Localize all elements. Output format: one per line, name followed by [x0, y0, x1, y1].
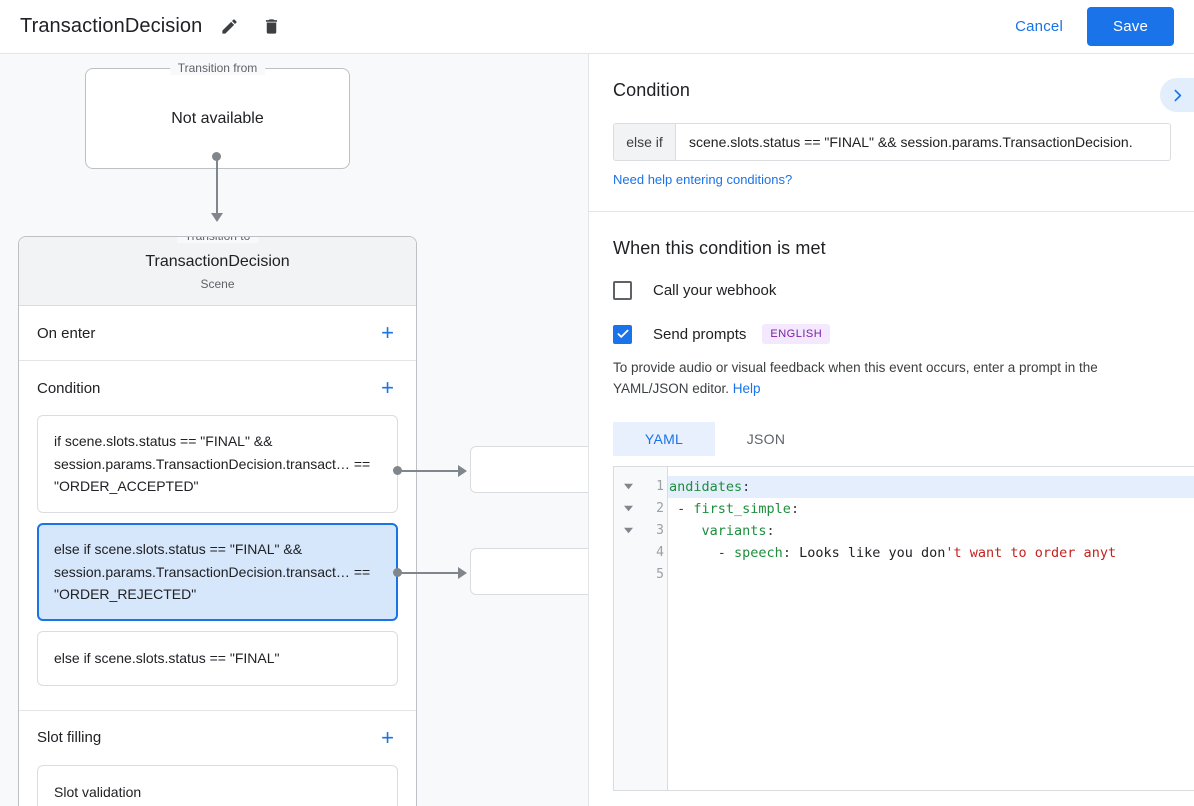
- code-token: :: [790, 500, 800, 517]
- pencil-icon[interactable]: [214, 12, 244, 42]
- section-condition-title: Condition: [37, 379, 101, 397]
- code-token: :: [742, 478, 751, 495]
- send-prompts-row[interactable]: Send prompts ENGLISH: [613, 324, 1170, 344]
- help-link[interactable]: Help: [732, 380, 761, 396]
- section-slot-filling-title: Slot filling: [37, 729, 102, 747]
- detail-panel: Condition else if scene.slots.status == …: [588, 54, 1194, 806]
- condition-card-selected[interactable]: else if scene.slots.status == "FINAL" &&…: [37, 523, 398, 622]
- need-help-conditions-link[interactable]: Need help entering conditions?: [613, 172, 793, 187]
- code-token: -: [669, 500, 694, 517]
- description-text: To provide audio or visual feedback when…: [613, 360, 1098, 396]
- save-button[interactable]: Save: [1087, 7, 1174, 46]
- line-number: 2: [656, 500, 664, 516]
- top-bar: TransactionDecision Cancel Save: [0, 0, 1194, 54]
- send-prompts-label: Send prompts: [653, 325, 747, 343]
- add-condition-button[interactable]: +: [381, 375, 394, 400]
- condition-input-row[interactable]: else if scene.slots.status == "FINAL" &&…: [613, 123, 1171, 161]
- editor-line: - speech: Looks like you don't want to o…: [668, 542, 1194, 564]
- code-token: :: [782, 544, 800, 561]
- scene-graph-canvas[interactable]: Transition from Not available Transition…: [0, 54, 588, 806]
- condition-out-arrow: [458, 465, 467, 477]
- page-title: TransactionDecision: [20, 15, 203, 37]
- when-condition-met-heading: When this condition is met: [613, 238, 826, 258]
- tab-json[interactable]: JSON: [746, 430, 786, 447]
- condition-section: Condition else if scene.slots.status == …: [589, 54, 1194, 212]
- send-prompts-checkbox[interactable]: [613, 324, 632, 344]
- condition-prefix-label: else if: [614, 124, 676, 160]
- editor-line: variants:: [668, 520, 1194, 542]
- section-on-enter-title: On enter: [37, 324, 96, 342]
- line-number: 5: [656, 566, 664, 582]
- transition-to-legend: Transition to: [176, 237, 259, 243]
- fold-caret-icon[interactable]: [614, 498, 642, 520]
- code-token: speech: [734, 544, 783, 561]
- trash-icon[interactable]: [256, 12, 286, 42]
- call-webhook-checkbox[interactable]: [613, 281, 632, 300]
- code-token: :: [766, 522, 775, 539]
- condition-out-line: [400, 572, 460, 574]
- editor-line: - first_simple:: [668, 498, 1194, 520]
- call-webhook-label: Call your webhook: [653, 282, 777, 299]
- code-token: first_simple: [693, 500, 791, 517]
- condition-card[interactable]: if scene.slots.status == "FINAL" && sess…: [37, 415, 398, 514]
- code-token: -: [669, 544, 735, 561]
- slot-validation-card[interactable]: Slot validation: [37, 764, 398, 806]
- section-condition-header: Condition +: [37, 361, 398, 415]
- condition-out-arrow: [458, 567, 467, 579]
- section-condition: Condition + if scene.slots.status == "FI…: [19, 361, 416, 711]
- editor-format-tabs: YAML JSON: [613, 421, 1170, 456]
- scene-name: TransactionDecision: [145, 253, 290, 270]
- editor-code-area[interactable]: andidates: - first_simple: variants: - s…: [668, 467, 1194, 790]
- line-number: 3: [656, 522, 664, 538]
- code-token: [669, 523, 702, 539]
- transition-from-value: Not available: [171, 109, 264, 127]
- yaml-editor[interactable]: 1 2 3 4 5 andidates: - first_simple: var…: [613, 465, 1194, 791]
- editor-line-numbers: 1 2 3 4 5: [642, 466, 668, 790]
- chevron-right-icon[interactable]: [1160, 78, 1194, 112]
- fold-caret-icon[interactable]: [614, 476, 642, 498]
- call-webhook-row[interactable]: Call your webhook: [613, 281, 1170, 300]
- line-number: 4: [656, 544, 664, 560]
- condition-card[interactable]: else if scene.slots.status == "FINAL": [37, 631, 398, 686]
- send-prompts-description: To provide audio or visual feedback when…: [613, 358, 1169, 400]
- target-node-box[interactable]: [470, 548, 588, 595]
- editor-line: [668, 564, 1194, 586]
- connector-line: [216, 156, 218, 216]
- editor-line: andidates:: [668, 475, 1194, 498]
- code-token: 't want to order anyt: [945, 544, 1117, 561]
- code-token: Looks like you don: [799, 544, 946, 561]
- condition-out-dot: [393, 568, 402, 577]
- condition-out-dot: [393, 466, 402, 475]
- target-node-box[interactable]: [470, 446, 588, 493]
- section-slot-filling-header: Slot filling +: [37, 711, 398, 765]
- cancel-button[interactable]: Cancel: [1001, 9, 1077, 44]
- code-token: andidates: [669, 478, 743, 495]
- section-on-enter-header: On enter +: [37, 306, 398, 360]
- condition-out-line: [400, 470, 460, 472]
- language-badge: ENGLISH: [762, 324, 831, 344]
- when-condition-met-section: When this condition is met Call your web…: [589, 212, 1194, 791]
- scene-type: Scene: [200, 277, 235, 291]
- condition-expression-input[interactable]: scene.slots.status == "FINAL" && session…: [689, 134, 1133, 150]
- transition-from-legend: Transition from: [169, 61, 266, 75]
- add-slot-filling-button[interactable]: +: [381, 724, 394, 750]
- section-slot-filling: Slot filling + Slot validation: [19, 711, 416, 806]
- section-on-enter: On enter +: [19, 306, 416, 361]
- add-on-enter-button[interactable]: +: [381, 320, 394, 345]
- code-token: variants: [701, 522, 767, 539]
- editor-fold-column: [614, 466, 642, 790]
- transition-to-node[interactable]: Transition to TransactionDecision Scene …: [18, 236, 417, 806]
- condition-heading: Condition: [613, 80, 690, 100]
- connector-arrow: [211, 213, 223, 222]
- line-number: 1: [656, 478, 664, 494]
- tab-yaml[interactable]: YAML: [613, 421, 715, 456]
- fold-caret-icon[interactable]: [614, 520, 642, 542]
- scene-header: TransactionDecision Scene: [19, 237, 416, 306]
